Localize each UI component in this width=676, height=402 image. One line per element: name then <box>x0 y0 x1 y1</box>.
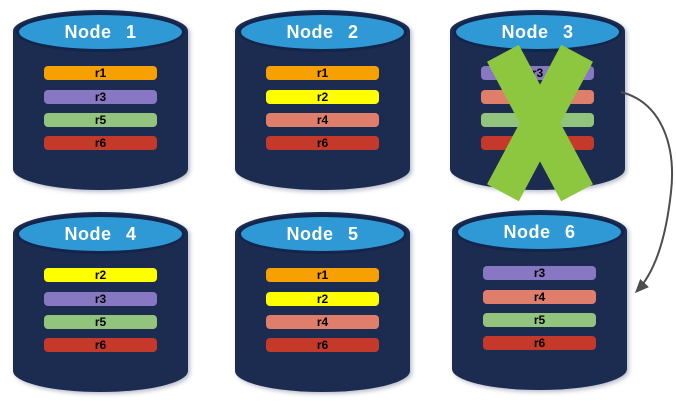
cylinder-top: Node 2 <box>238 12 407 52</box>
node-title: Node 2 <box>286 21 359 42</box>
replica-bar: r4 <box>266 315 379 329</box>
replica-bar: r3 <box>483 266 596 280</box>
cylinder-top: Node 6 <box>455 212 624 252</box>
replica-label: r3 <box>94 90 107 104</box>
replica-bar: r3 <box>44 90 157 104</box>
replica-label: r3 <box>533 266 546 280</box>
replica-label: r5 <box>94 113 107 127</box>
node-2-cylinder: Node 2 r1 r2 r4 r6 <box>235 10 410 190</box>
node-title: Node 4 <box>64 223 137 244</box>
replica-label: r2 <box>316 292 329 306</box>
replica-label: r3 <box>531 66 544 80</box>
replica-bar: r3 <box>481 66 594 80</box>
node-3-cylinder: Node 3 r3 <box>450 10 625 202</box>
replica-bar <box>481 113 594 127</box>
replica-bar: r5 <box>44 315 157 329</box>
replica-label: r3 <box>94 292 107 306</box>
replica-bar: r2 <box>44 268 157 282</box>
replica-bar: r1 <box>44 66 157 80</box>
replica-bar: r1 <box>266 268 379 282</box>
replica-label: r2 <box>316 90 329 104</box>
node-title: Node 6 <box>503 221 576 242</box>
replica-label: r1 <box>316 268 329 282</box>
node-6-cylinder: Node 6 r3 r4 r5 r6 <box>452 210 627 390</box>
replica-label: r6 <box>533 336 546 350</box>
failover-arrow-path <box>620 91 673 294</box>
node-title: Node 1 <box>64 21 137 42</box>
replica-label: r5 <box>94 315 107 329</box>
replica-bar: r6 <box>44 136 157 150</box>
replica-label: r6 <box>94 136 107 150</box>
replica-bar <box>481 136 594 150</box>
replica-label: r6 <box>316 338 329 352</box>
node-title: Node 5 <box>286 223 359 244</box>
replica-label: r5 <box>533 313 546 327</box>
cylinder-top: Node 4 <box>16 214 185 254</box>
replica-label: r4 <box>533 290 546 304</box>
replica-bar <box>481 90 594 104</box>
cylinder-top: Node 3 <box>453 12 622 52</box>
node-title: Node 3 <box>501 21 574 42</box>
replica-bar: r6 <box>266 338 379 352</box>
cylinder-top: Node 1 <box>16 12 185 52</box>
node-1-cylinder: Node 1 r1 r3 r5 r6 <box>13 10 188 190</box>
replica-bar: r5 <box>483 313 596 327</box>
replica-bar: r2 <box>266 90 379 104</box>
replica-bar: r5 <box>44 113 157 127</box>
replica-label: r6 <box>316 136 329 150</box>
replica-bar: r3 <box>44 292 157 306</box>
node-5-cylinder: Node 5 r1 r2 r4 r6 <box>235 212 410 392</box>
replica-label: r2 <box>94 268 107 282</box>
replica-bar: r4 <box>266 113 379 127</box>
replica-bar: r6 <box>44 338 157 352</box>
replica-bar: r6 <box>483 336 596 350</box>
replica-label: r1 <box>94 66 107 80</box>
cylinder-top: Node 5 <box>238 214 407 254</box>
replica-bar: r6 <box>266 136 379 150</box>
replica-bar: r2 <box>266 292 379 306</box>
replica-bar: r1 <box>266 66 379 80</box>
replica-label: r6 <box>94 338 107 352</box>
replica-label: r1 <box>316 66 329 80</box>
node-4-cylinder: Node 4 r2 r3 r5 r6 <box>13 212 188 392</box>
replica-label: r4 <box>316 113 329 127</box>
replica-bar: r4 <box>483 290 596 304</box>
replica-label: r4 <box>316 315 329 329</box>
